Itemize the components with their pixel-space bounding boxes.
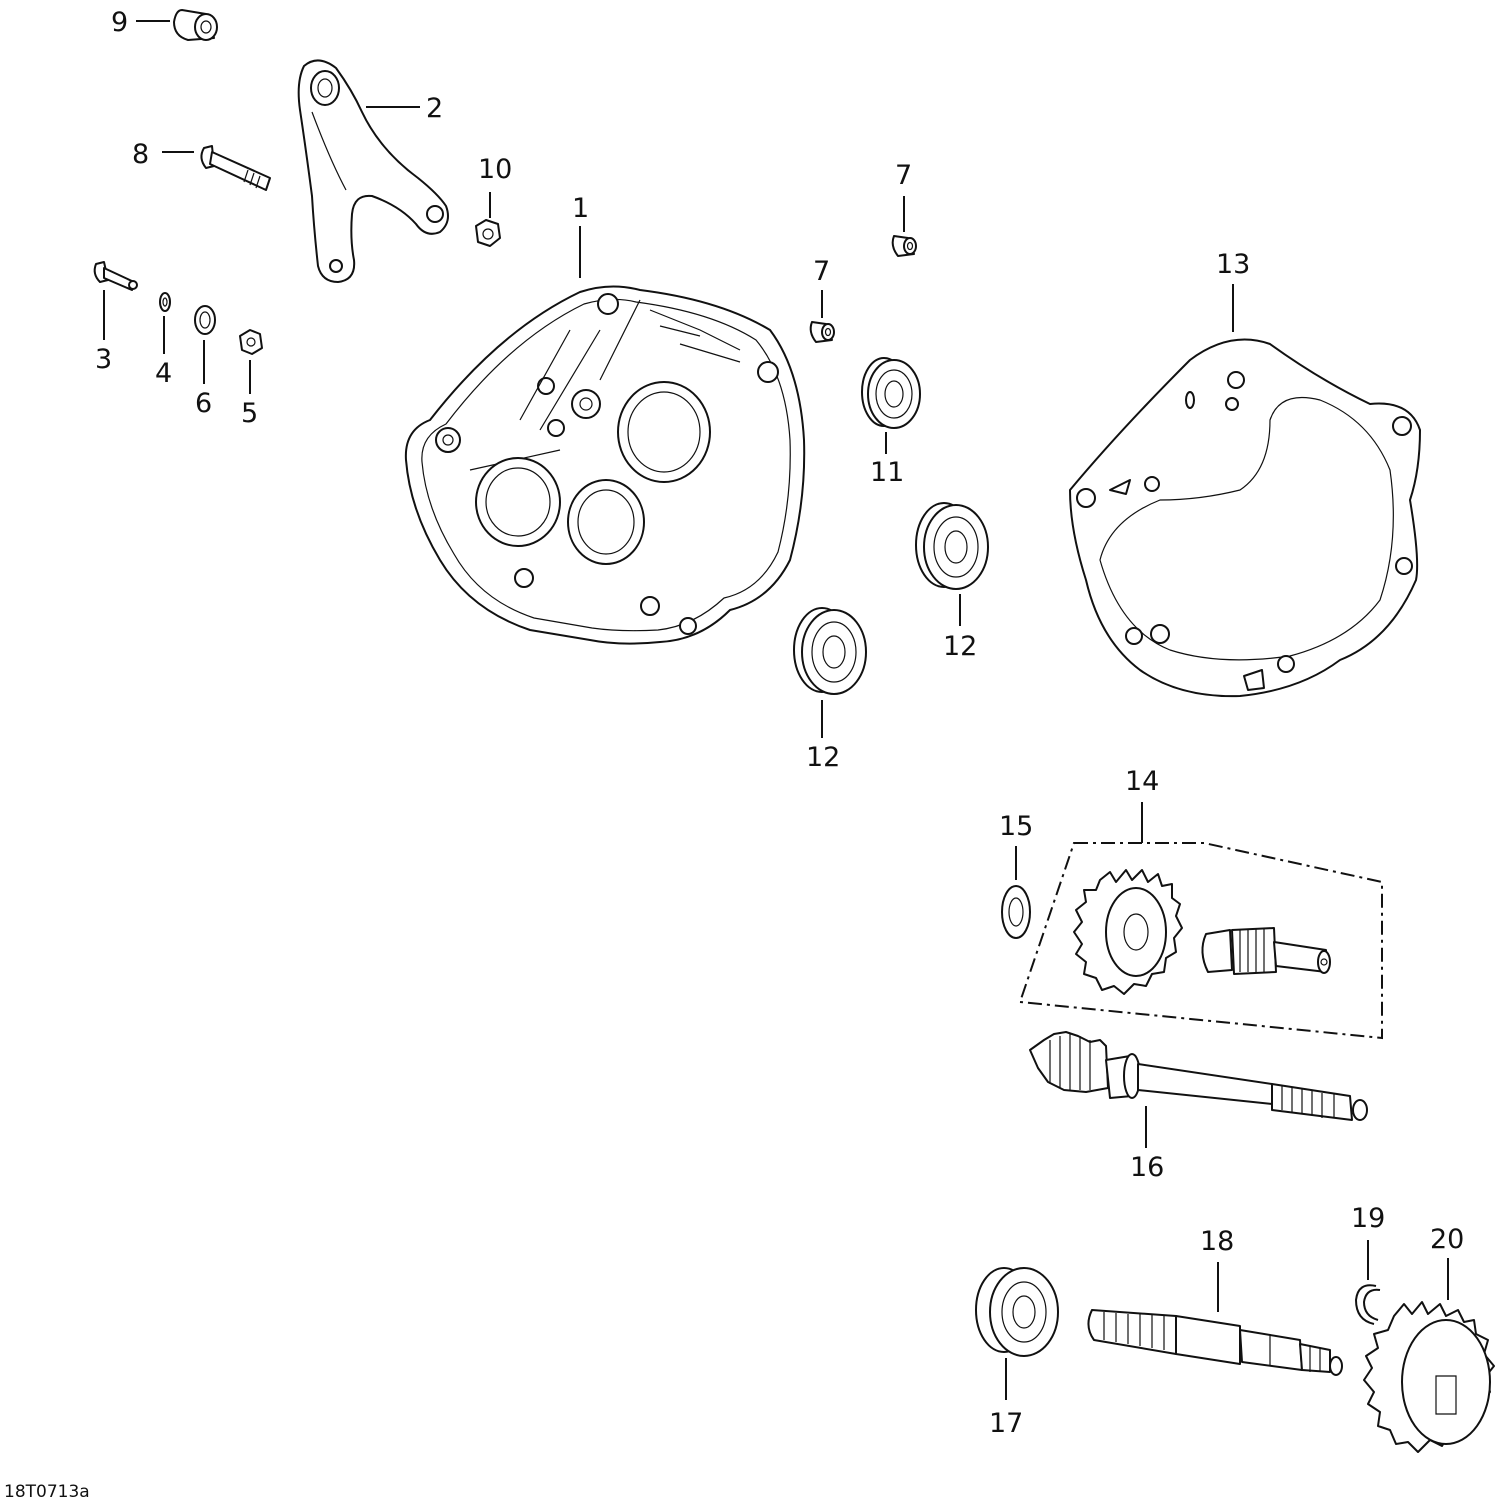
part-7-dowel-pin-upper xyxy=(891,235,917,257)
part-14-assembly-outline xyxy=(1018,842,1383,1040)
callout-13: 13 xyxy=(1216,249,1250,280)
callout-16: 16 xyxy=(1130,1152,1164,1183)
callout-numbers: 9 2 8 10 7 1 7 13 3 4 6 5 11 12 12 14 15… xyxy=(95,7,1464,1439)
callout-8: 8 xyxy=(132,139,149,170)
part-18-shaft xyxy=(1087,1309,1343,1376)
part-6-washer xyxy=(194,305,216,335)
callout-12-lower: 12 xyxy=(806,742,840,773)
part-3-screw xyxy=(93,261,138,291)
leader-lines xyxy=(103,20,1449,1400)
part-12-bearing-upper xyxy=(915,502,989,590)
callout-19: 19 xyxy=(1351,1203,1385,1234)
callout-20: 20 xyxy=(1430,1224,1464,1255)
callout-3: 3 xyxy=(95,344,112,375)
callout-1: 1 xyxy=(572,193,589,224)
part-5-nut xyxy=(239,329,263,355)
part-10-nut xyxy=(475,219,501,247)
part-11-bearing xyxy=(861,357,921,429)
part-8-screw xyxy=(200,145,271,191)
callout-12-upper: 12 xyxy=(943,631,977,662)
part-19-circlip xyxy=(1354,1284,1381,1325)
part-17-bearing xyxy=(975,1267,1059,1357)
part-13-gasket xyxy=(1069,338,1421,698)
callout-5: 5 xyxy=(241,398,258,429)
part-4-washer xyxy=(159,292,171,312)
part-14-shaft xyxy=(1201,927,1331,975)
part-20-gear xyxy=(1363,1301,1495,1453)
drawing-code: 18T0713a xyxy=(4,1482,90,1502)
part-1-gearbox-housing xyxy=(404,285,806,645)
part-2-lever-bracket xyxy=(297,59,449,283)
part-14-gear xyxy=(1073,869,1183,995)
part-7-dowel-pin-lower xyxy=(809,321,835,343)
part-9-bushing xyxy=(173,9,218,41)
callout-4: 4 xyxy=(155,358,172,389)
part-12-bearing-lower xyxy=(793,607,867,695)
callout-15: 15 xyxy=(999,811,1033,842)
callout-18: 18 xyxy=(1200,1226,1234,1257)
callout-10: 10 xyxy=(478,154,512,185)
callout-2: 2 xyxy=(426,93,443,124)
callout-6: 6 xyxy=(195,388,212,419)
callout-9: 9 xyxy=(111,7,128,38)
part-16-shaft xyxy=(1029,1031,1368,1121)
callout-17: 17 xyxy=(989,1408,1023,1439)
callout-11: 11 xyxy=(870,457,904,488)
callout-7-lower: 7 xyxy=(813,256,830,287)
callout-7-upper: 7 xyxy=(895,160,912,191)
callout-14: 14 xyxy=(1125,766,1159,797)
part-15-washer xyxy=(1001,885,1031,939)
